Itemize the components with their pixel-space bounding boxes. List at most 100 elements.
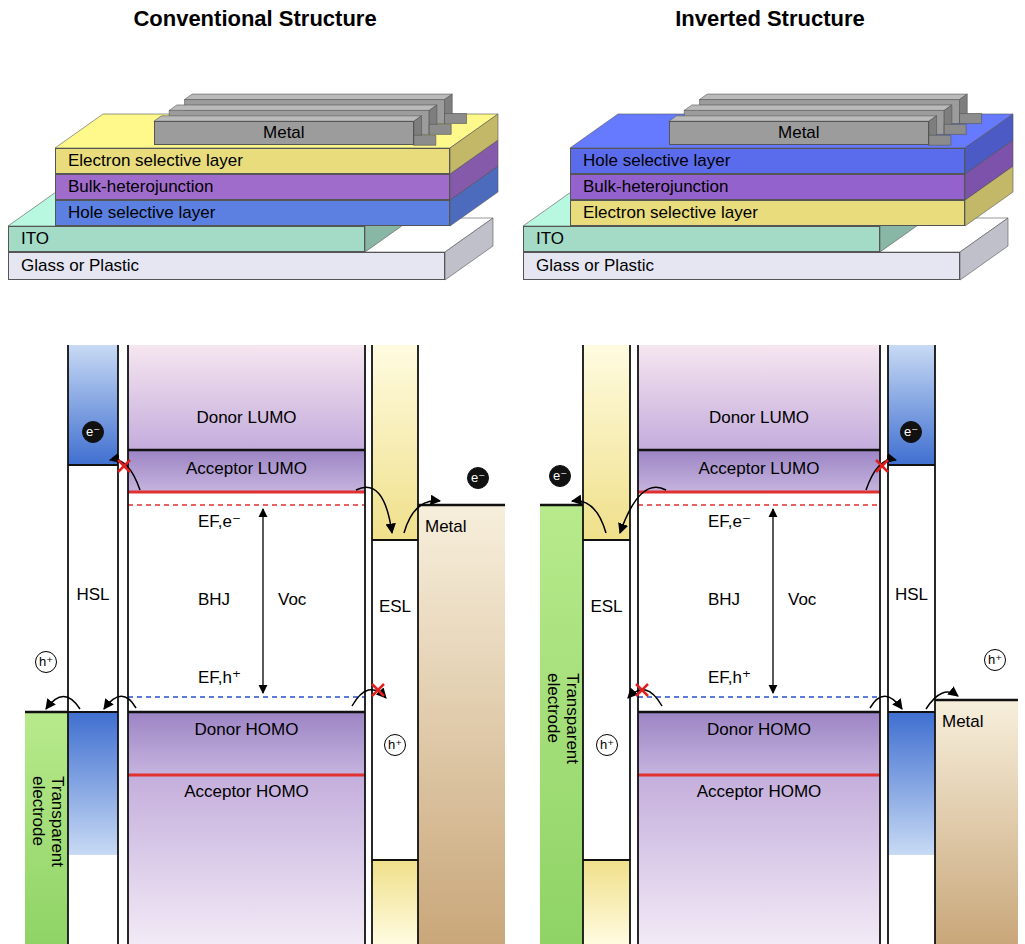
hole-symbol: h⁺ (984, 649, 1006, 671)
column-border (629, 345, 631, 944)
device-layer: Metal (154, 121, 414, 145)
hsl-edge (68, 464, 118, 466)
metal-finger-top (169, 105, 437, 110)
layer-label: ITO (524, 229, 576, 249)
block-cross (636, 684, 648, 696)
band-label: EF,h⁺ (708, 668, 751, 688)
layer-label: Electron selective layer (571, 203, 770, 223)
column-border (417, 345, 419, 944)
energy-band-region: Metal (418, 505, 505, 944)
hop-arrow (620, 487, 666, 533)
metal-contact-pad (445, 114, 467, 124)
band-label: Voc (278, 590, 306, 610)
transparent-electrode-fill (25, 712, 68, 944)
band-label: HSL (76, 585, 109, 605)
hop-arrow (104, 696, 136, 709)
device-layer: Glass or Plastic (523, 252, 960, 280)
band-label: Acceptor HOMO (184, 782, 309, 802)
block-cross (876, 460, 888, 472)
band-label: Transparent electrode (28, 776, 65, 880)
metal-finger-top (684, 105, 952, 110)
hsl-conduction (888, 345, 935, 465)
metal-contact-pad (414, 135, 436, 145)
layer-label: Glass or Plastic (9, 256, 151, 276)
acceptor-lumo-level (128, 491, 365, 494)
blocking-crosses (118, 460, 888, 696)
lumo-band (638, 450, 880, 492)
metal-fill (418, 505, 505, 944)
band-label: Acceptor LUMO (186, 459, 307, 479)
layer-label: Bulk-heterojunction (571, 177, 741, 197)
metal-fill (935, 700, 1018, 944)
electron-symbol: e⁻ (900, 421, 922, 443)
hole-symbol: h⁺ (35, 651, 57, 673)
layer-label: Metal (766, 123, 832, 143)
esl-edge (583, 539, 630, 541)
device-layer: Bulk-heterojunction (55, 174, 450, 200)
layer-side-face (960, 218, 1008, 280)
column-border (117, 345, 119, 944)
block-cross (118, 460, 130, 472)
acceptor-homo-level (128, 774, 365, 777)
layer-label: Electron selective layer (56, 151, 255, 171)
electron-symbol: e⁻ (549, 465, 571, 487)
electron-quasi-fermi-level (128, 504, 365, 506)
hop-arrow (866, 460, 896, 490)
band-label: Voc (788, 590, 816, 610)
electron-quasi-fermi-level (638, 504, 880, 506)
acceptor-lumo-level (638, 491, 880, 494)
metal-fermi-level (418, 504, 505, 507)
hop-arrow (572, 501, 606, 533)
esl-conduction (372, 345, 418, 540)
layer-label: Glass or Plastic (524, 256, 666, 276)
esl-edge (372, 539, 418, 541)
device-layer: Hole selective layer (55, 200, 450, 226)
hsl-conduction (68, 345, 118, 465)
metal-contact-pad (929, 135, 951, 145)
hsl-edge (68, 711, 118, 713)
homo-band (128, 712, 365, 775)
esl-conduction (583, 345, 630, 540)
hole-quasi-fermi-level (128, 696, 365, 698)
donor-lumo-level (638, 449, 880, 452)
hop-arrow (46, 697, 80, 710)
metal-finger-top (185, 94, 453, 99)
band-label: EF,h⁺ (198, 668, 241, 688)
column-border (887, 345, 889, 944)
voc-arrow (772, 509, 773, 693)
acceptor-homo-level (638, 774, 880, 777)
metal-contact-pad (429, 124, 451, 134)
band-label: Acceptor LUMO (699, 459, 820, 479)
block-cross (118, 460, 130, 472)
hop-arrow (110, 460, 140, 490)
band-label: Metal (425, 517, 467, 537)
band-label: BHJ (708, 590, 740, 610)
band-label: Metal (942, 712, 984, 732)
energy-band-region: Metal (935, 700, 1018, 944)
energy-band-region: Transparent electrode (25, 712, 68, 944)
column-border (127, 345, 129, 944)
column-border (67, 345, 69, 944)
block-cross (876, 460, 888, 472)
device-layer: ITO (8, 226, 365, 252)
band-label: Donor HOMO (195, 720, 299, 740)
hop-arrow (356, 487, 392, 533)
column-border (934, 345, 936, 944)
device-layer: Metal (669, 121, 929, 145)
block-cross (636, 684, 648, 696)
block-cross (372, 684, 384, 696)
band-label: BHJ (198, 590, 230, 610)
donor-lumo-level (128, 449, 365, 452)
device-stack (8, 94, 1013, 280)
electron-symbol: e⁻ (82, 421, 104, 443)
band-label: ESL (379, 597, 411, 617)
lumo-region (638, 345, 880, 450)
column-border (364, 345, 366, 944)
layer-label: ITO (9, 229, 61, 249)
metal-finger-top (700, 94, 968, 99)
metal-contact-pad (944, 124, 966, 134)
band-label: Donor LUMO (709, 408, 809, 428)
layer-label: Bulk-heterojunction (56, 177, 226, 197)
hsl-edge (888, 711, 935, 713)
electrode-fermi-level (540, 504, 583, 507)
